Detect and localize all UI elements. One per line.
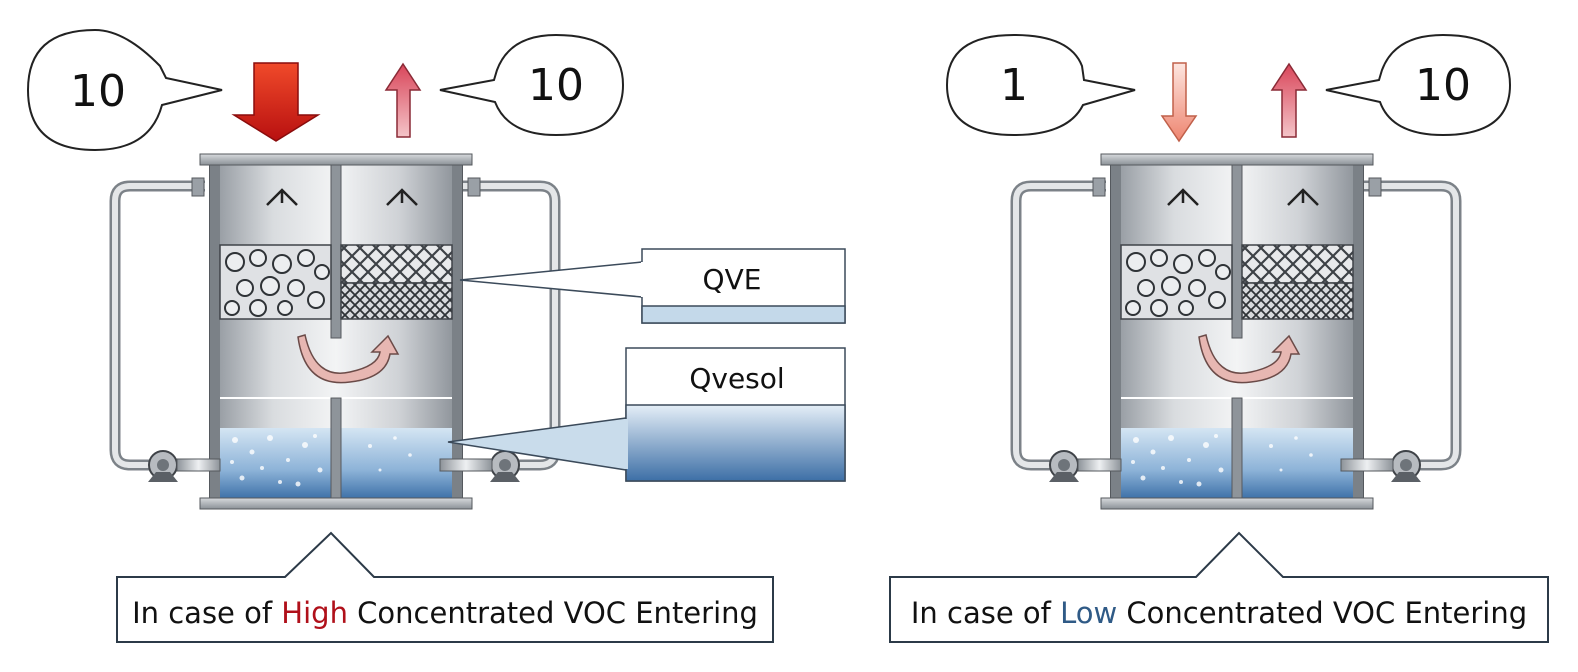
- left-inlet-value: 10: [70, 66, 126, 117]
- right-outlet-value: 10: [1415, 60, 1471, 111]
- spray-nozzle-icon: [1167, 188, 1199, 206]
- left-outlet-bubble: 10: [439, 33, 625, 137]
- right-scrubber-unit: [1010, 153, 1462, 510]
- right-outlet-arrow-icon: [1270, 62, 1308, 138]
- left-caption: In case of High Concentrated VOC Enterin…: [132, 596, 758, 630]
- left-caption-box: In case of High Concentrated VOC Enterin…: [116, 531, 774, 643]
- right-recirculation-pipe: [460, 180, 561, 471]
- right-outlet-bubble: 10: [1325, 33, 1512, 137]
- left-caption-highlight: High: [281, 596, 348, 630]
- right-caption-suffix: Concentrated VOC Entering: [1117, 596, 1527, 630]
- spray-nozzle-icon: [386, 188, 418, 206]
- left-pump-icon: [1049, 450, 1122, 482]
- right-caption-prefix: In case of: [911, 596, 1060, 630]
- packing-callout: QVE: [459, 248, 846, 324]
- left-outlet-value: 10: [528, 60, 584, 111]
- right-inlet-value: 1: [1000, 60, 1028, 111]
- spray-nozzle-icon: [266, 188, 298, 206]
- mesh-packing-lower: [340, 282, 453, 320]
- right-inlet-bubble: 1: [945, 33, 1136, 137]
- right-pump-icon: [1340, 450, 1421, 482]
- left-caption-prefix: In case of: [132, 596, 281, 630]
- left-inlet-arrow-icon: [231, 62, 321, 142]
- left-pump-icon: [148, 450, 221, 482]
- mesh-packing-upper: [340, 244, 453, 284]
- packing-label: QVE: [703, 263, 762, 296]
- gas-flow-curve-arrow: [297, 334, 400, 384]
- liquid-label: Qvesol: [689, 362, 784, 395]
- left-recirculation-pipe: [109, 180, 205, 471]
- liquid-callout: Qvesol: [447, 347, 846, 482]
- right-caption-box: In case of Low Concentrated VOC Entering: [889, 531, 1549, 643]
- left-caption-suffix: Concentrated VOC Entering: [348, 596, 758, 630]
- left-scrubber-unit: [109, 153, 561, 510]
- right-caption: In case of Low Concentrated VOC Entering: [911, 596, 1527, 630]
- right-caption-highlight: Low: [1060, 596, 1117, 630]
- left-outlet-arrow-icon: [384, 62, 422, 138]
- right-inlet-arrow-icon: [1160, 62, 1198, 143]
- left-inlet-bubble: 10: [26, 28, 223, 152]
- spray-nozzle-icon: [1287, 188, 1319, 206]
